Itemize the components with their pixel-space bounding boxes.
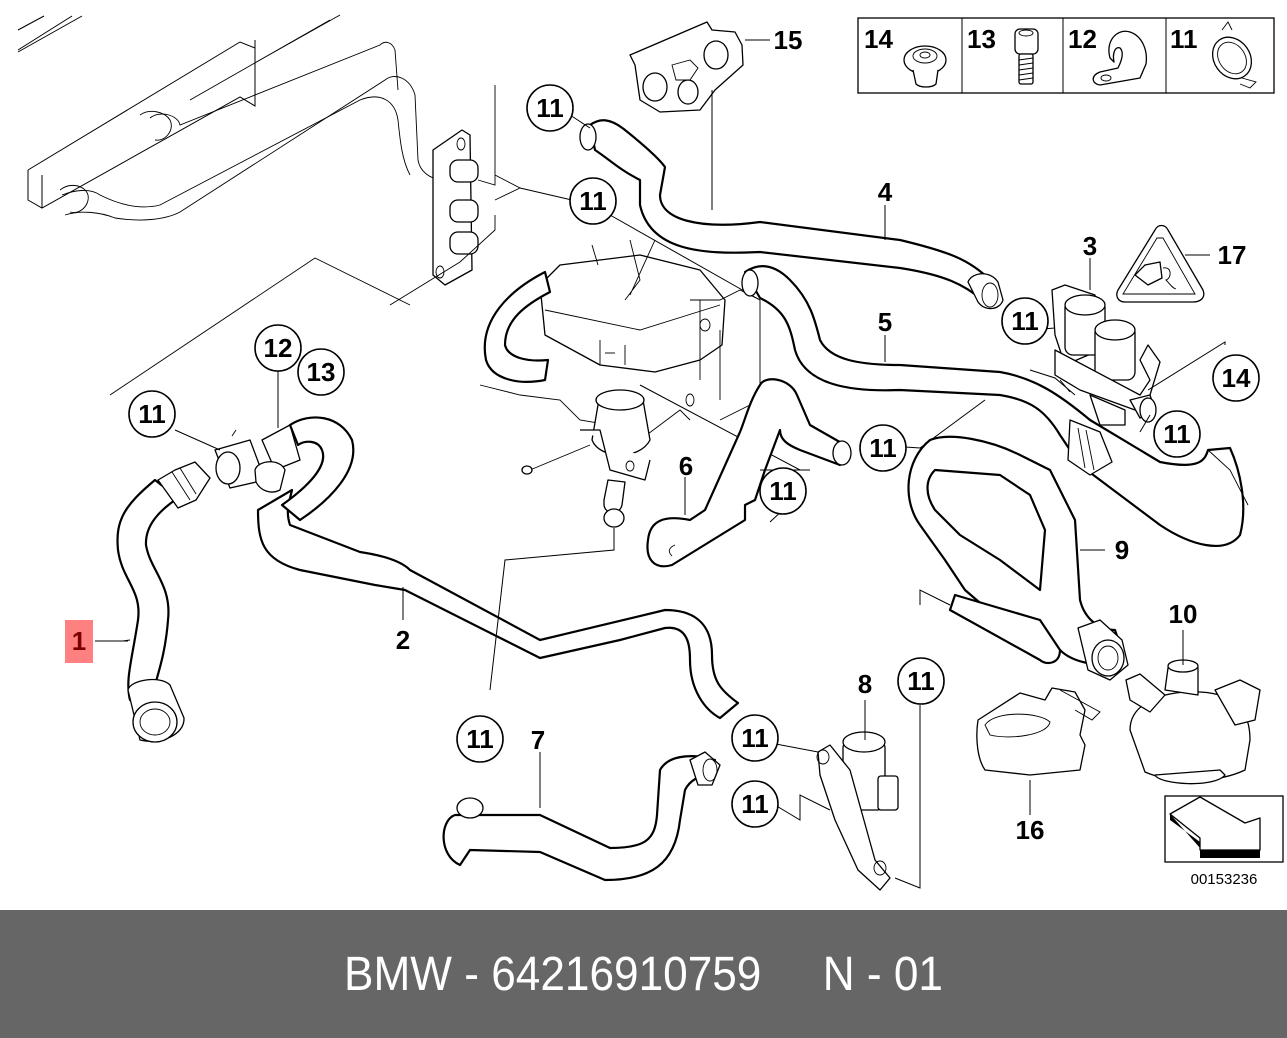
reference-number: 00153236 bbox=[1191, 871, 1258, 888]
part-label-5[interactable]: 5 bbox=[878, 307, 892, 337]
part-label-15[interactable]: 15 bbox=[774, 25, 803, 55]
callout-11-d[interactable]: 11 bbox=[1001, 297, 1049, 345]
callout-11-h[interactable]: 11 bbox=[897, 657, 945, 705]
callout-11-j[interactable]: 11 bbox=[456, 715, 504, 763]
hose-clip-icon bbox=[1211, 21, 1257, 89]
callout-11-a[interactable]: 11 bbox=[526, 84, 574, 132]
svg-text:13: 13 bbox=[307, 357, 336, 387]
part-number: 64216910759 bbox=[491, 947, 762, 1001]
hose-1 bbox=[116, 461, 211, 743]
svg-text:11: 11 bbox=[869, 433, 897, 463]
legend-item-12[interactable]: 12 bbox=[1068, 24, 1148, 86]
svg-text:12: 12 bbox=[1068, 24, 1097, 54]
valve-3 bbox=[1051, 284, 1161, 426]
svg-text:11: 11 bbox=[536, 93, 564, 123]
svg-text:11: 11 bbox=[579, 186, 607, 216]
part-label-7[interactable]: 7 bbox=[531, 725, 545, 755]
callout-11-g[interactable]: 11 bbox=[759, 467, 807, 515]
hose-4 bbox=[579, 119, 1004, 310]
hose-5 bbox=[741, 265, 1249, 547]
legend-item-11[interactable]: 11 bbox=[1170, 21, 1259, 89]
callout-11-b[interactable]: 11 bbox=[569, 177, 617, 225]
callout-11-f[interactable]: 11 bbox=[1153, 410, 1201, 458]
svg-text:14: 14 bbox=[1222, 363, 1251, 393]
part-label-17[interactable]: 17 bbox=[1218, 240, 1247, 270]
svg-text:11: 11 bbox=[138, 399, 166, 429]
callout-12[interactable]: 12 bbox=[254, 324, 302, 372]
position-label: N - 01 bbox=[822, 947, 943, 1001]
svg-text:11: 11 bbox=[907, 666, 935, 696]
bracket-16 bbox=[976, 687, 1101, 776]
svg-text:1: 1 bbox=[72, 626, 86, 656]
callout-11-i[interactable]: 11 bbox=[731, 714, 779, 762]
part-label-10[interactable]: 10 bbox=[1169, 599, 1198, 629]
pump-10 bbox=[1125, 659, 1261, 785]
footer-part-info: BMW - 64216910759 N - 01 bbox=[344, 947, 943, 1002]
heater-core-pipes bbox=[17, 14, 522, 396]
callout-11-e[interactable]: 11 bbox=[859, 424, 907, 472]
socket-bolt-icon bbox=[1014, 28, 1039, 85]
svg-text:11: 11 bbox=[1011, 306, 1039, 336]
separator: - bbox=[451, 947, 492, 1001]
callout-14[interactable]: 14 bbox=[1212, 354, 1260, 402]
legend-item-13[interactable]: 13 bbox=[967, 24, 1039, 85]
callout-11-k[interactable]: 11 bbox=[731, 780, 779, 828]
part-label-2[interactable]: 2 bbox=[396, 625, 410, 655]
part-label-8[interactable]: 8 bbox=[858, 669, 872, 699]
part-label-6[interactable]: 6 bbox=[679, 451, 693, 481]
warning-triangle-icon bbox=[1116, 224, 1210, 303]
parts-legend: 14 13 12 11 bbox=[857, 17, 1275, 94]
bracket-15 bbox=[629, 21, 770, 210]
view-arrow-icon bbox=[1164, 795, 1284, 863]
pipe-clamp-icon bbox=[1092, 30, 1148, 86]
legend-item-14[interactable]: 14 bbox=[864, 24, 947, 88]
part-label-3[interactable]: 3 bbox=[1083, 231, 1097, 261]
parts-diagram: 1 2 3 4 5 6 7 8 9 10 15 16 17 11 11 12 1… bbox=[17, 14, 1284, 891]
svg-text:13: 13 bbox=[967, 24, 996, 54]
part-label-4[interactable]: 4 bbox=[878, 177, 893, 207]
footer-banner: BMW - 64216910759 N - 01 bbox=[0, 910, 1287, 1038]
part-label-9[interactable]: 9 bbox=[1115, 535, 1129, 565]
hose-2 bbox=[214, 416, 740, 720]
valve-8 bbox=[816, 731, 899, 891]
svg-text:11: 11 bbox=[741, 789, 769, 819]
svg-text:12: 12 bbox=[264, 333, 293, 363]
svg-text:11: 11 bbox=[1170, 24, 1198, 54]
part-label-1[interactable]: 1 bbox=[65, 620, 93, 663]
svg-text:11: 11 bbox=[741, 723, 769, 753]
hose-9 bbox=[907, 435, 1129, 681]
hose-6 bbox=[646, 378, 852, 568]
grommet-icon bbox=[903, 45, 947, 88]
svg-text:11: 11 bbox=[466, 724, 494, 754]
gap bbox=[761, 948, 822, 1001]
callout-11-c[interactable]: 11 bbox=[128, 390, 176, 438]
svg-text:11: 11 bbox=[769, 476, 797, 506]
hose-7 bbox=[442, 751, 721, 882]
svg-text:11: 11 bbox=[1163, 419, 1191, 449]
brand-name: BMW bbox=[344, 947, 452, 1001]
svg-text:14: 14 bbox=[864, 24, 893, 54]
callout-13[interactable]: 13 bbox=[297, 348, 345, 396]
part-label-16[interactable]: 16 bbox=[1016, 815, 1045, 845]
